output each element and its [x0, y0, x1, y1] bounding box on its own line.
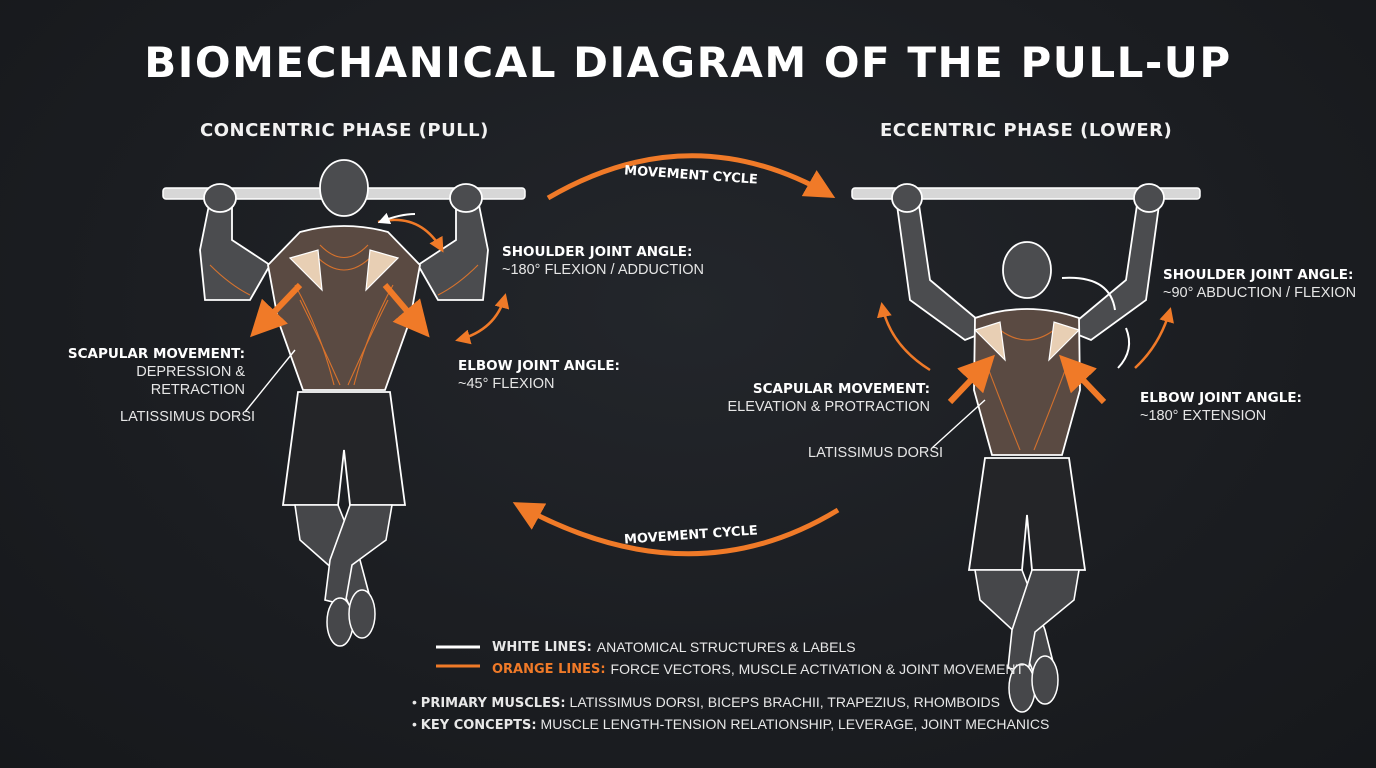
right-head [1002, 241, 1052, 299]
note-concepts: • KEY CONCEPTS:MUSCLE LENGTH-TENSION REL… [412, 716, 1050, 733]
right-elbow-label: ELBOW JOINT ANGLE:~180° EXTENSION [1140, 390, 1302, 424]
right-force-vectors [877, 276, 1174, 405]
left-head [319, 159, 369, 217]
left-scapula-label: SCAPULAR MOVEMENT:DEPRESSION & RETRACTIO… [67, 346, 245, 398]
left-torso [267, 225, 421, 391]
left-shoulder-label: SHOULDER JOINT ANGLE:~180° FLEXION / ADD… [502, 244, 705, 278]
right-pullup-bar [851, 187, 1201, 200]
left-hand-left [203, 183, 237, 213]
cycle-arrow-top [546, 153, 836, 201]
right-scapula-label: SCAPULAR MOVEMENT:ELEVATION & PROTRACTIO… [727, 381, 931, 415]
left-hand-right [449, 183, 483, 213]
left-phase-heading: CONCENTRIC PHASE (PULL) [200, 120, 489, 141]
left-muscle-lines [209, 244, 479, 386]
cycle-arrow-bottom [512, 502, 840, 557]
legend-white: WHITE LINES:ANATOMICAL STRUCTURES & LABE… [492, 639, 856, 655]
right-shorts [967, 457, 1087, 571]
left-arm-right [416, 199, 489, 301]
notes: • PRIMARY MUSCLES:LATISSIMUS DORSI, BICE… [412, 692, 1049, 736]
left-force-vectors [250, 212, 510, 345]
left-arm-left [199, 199, 272, 301]
left-shorts [281, 391, 407, 506]
left-lat-label: LATISSIMUS DORSI [120, 409, 256, 425]
right-phase-heading: ECCENTRIC PHASE (LOWER) [880, 120, 1173, 141]
left-figure [162, 159, 526, 647]
left-elbow-label: ELBOW JOINT ANGLE:~45° FLEXION [458, 358, 620, 392]
note-muscles: • PRIMARY MUSCLES:LATISSIMUS DORSI, BICE… [412, 694, 1000, 711]
page-title: BIOMECHANICAL DIAGRAM OF THE PULL-UP [144, 38, 1232, 87]
right-leader-lines [931, 399, 986, 449]
right-lat-label: LATISSIMUS DORSI [808, 445, 944, 461]
left-leader-lines [244, 349, 296, 413]
right-figure [851, 183, 1201, 713]
right-arm-right [1064, 197, 1162, 342]
legend: WHITE LINES:ANATOMICAL STRUCTURES & LABE… [436, 636, 1024, 680]
legend-orange: ORANGE LINES:FORCE VECTORS, MUSCLE ACTIV… [492, 661, 1025, 677]
right-shoulder-label: SHOULDER JOINT ANGLE:~90° ABDUCTION / FL… [1163, 267, 1357, 301]
